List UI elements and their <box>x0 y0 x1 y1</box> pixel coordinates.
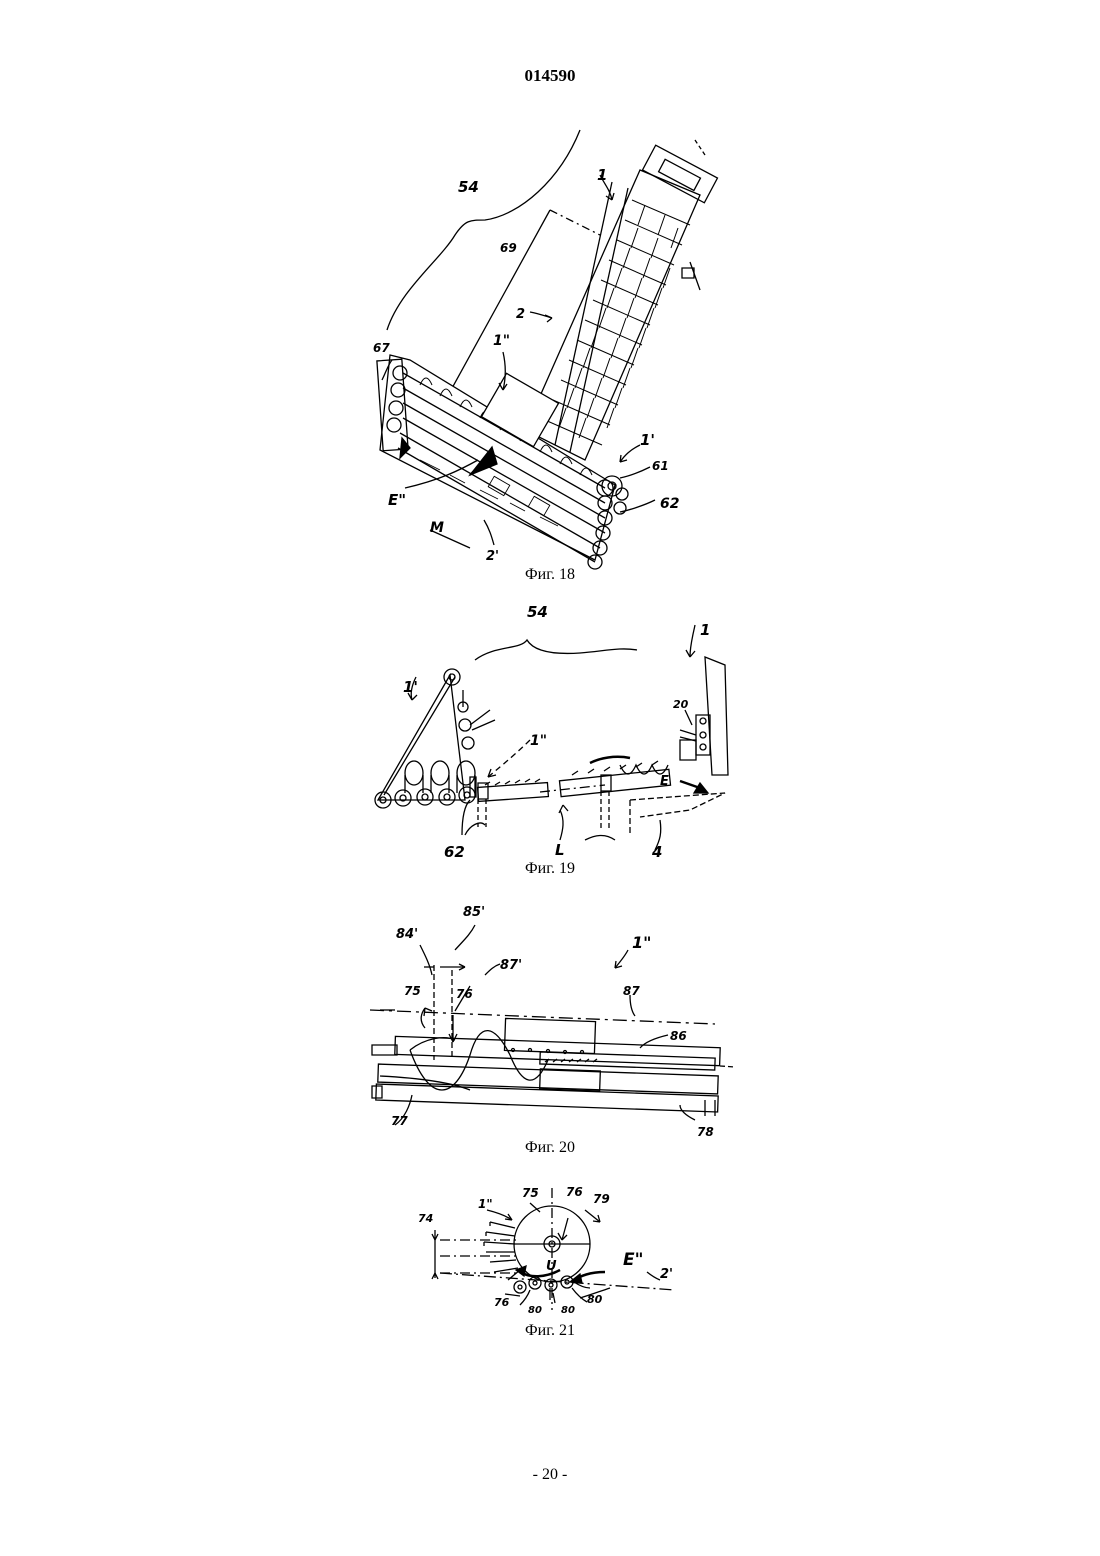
fig21-label-80a: 80 <box>528 1305 542 1316</box>
fig21-label-74: 74 <box>418 1212 433 1225</box>
figure-20-drawing: 85' 84' 87' 1" 75 76 87 86 77 78 <box>0 890 1100 1150</box>
fig20-label-1pp: 1" <box>632 933 651 952</box>
fig18-label-Epp: E" <box>388 491 406 509</box>
fig19-label-E: E <box>660 774 669 789</box>
fig19-label-20: 20 <box>673 698 689 711</box>
fig19-label-4: 4 <box>651 843 662 861</box>
figure-19-caption: Фиг. 19 <box>0 860 1100 878</box>
figure-19-drawing: 54 1 1' 20 1" E L 4 62 <box>0 595 1100 895</box>
fig21-label-1pp: 1" <box>478 1197 493 1211</box>
fig21-label-79: 79 <box>593 1192 610 1206</box>
fig18-label-1: 1 <box>597 166 607 184</box>
fig19-label-54: 54 <box>527 603 548 621</box>
figure-21-caption: Фиг. 21 <box>0 1322 1100 1340</box>
fig20-label-86: 86 <box>670 1029 687 1043</box>
figure-20-caption: Фиг. 20 <box>0 1139 1100 1157</box>
fig21-label-80c: 80 <box>587 1293 603 1306</box>
fig20-label-85p: 85' <box>463 905 485 920</box>
fig20-label-78: 78 <box>697 1125 714 1139</box>
fig18-label-1p: 1' <box>640 431 655 449</box>
fig18-label-69: 69 <box>500 241 517 255</box>
page-number: - 20 - <box>0 1466 1100 1484</box>
fig20-label-87p: 87' <box>500 958 522 973</box>
fig18-label-61: 61 <box>652 459 669 473</box>
fig21-label-76: 76 <box>566 1185 583 1199</box>
fig21-label-Epp: E" <box>623 1250 643 1270</box>
fig18-label-67: 67 <box>373 341 390 355</box>
figure-21-drawing: 1" 75 76 79 74 E" 2' U 76 80 80 80 <box>0 1170 1100 1330</box>
fig18-label-62: 62 <box>660 496 679 512</box>
fig19-label-1p: 1' <box>403 678 418 696</box>
fig20-label-75: 75 <box>404 984 421 998</box>
fig21-label-2p: 2' <box>660 1267 673 1282</box>
fig18-label-M: M <box>430 520 444 536</box>
fig21-label-75: 75 <box>522 1186 539 1200</box>
fig21-label-76b: 76 <box>494 1296 510 1309</box>
fig20-label-77: 77 <box>391 1114 408 1128</box>
fig20-label-84p: 84' <box>396 927 418 942</box>
figure-18-caption: Фиг. 18 <box>0 566 1100 584</box>
fig19-label-1pp: 1" <box>530 733 547 749</box>
fig20-label-87: 87 <box>623 984 640 998</box>
fig21-label-80b: 80 <box>561 1305 575 1316</box>
fig19-label-L: L <box>555 841 565 859</box>
fig18-label-2: 2 <box>516 307 525 322</box>
fig20-label-76: 76 <box>456 987 473 1001</box>
fig18-label-54: 54 <box>458 178 479 196</box>
fig18-label-2p: 2' <box>486 549 499 564</box>
figure-18-drawing: 54 1 69 2 1" 67 1' 61 62 E" M 2' <box>0 0 1100 600</box>
fig21-label-U: U <box>546 1259 557 1274</box>
fig19-label-62: 62 <box>444 843 465 861</box>
fig19-label-1: 1 <box>700 621 710 639</box>
fig18-label-1pp: 1" <box>493 333 510 349</box>
